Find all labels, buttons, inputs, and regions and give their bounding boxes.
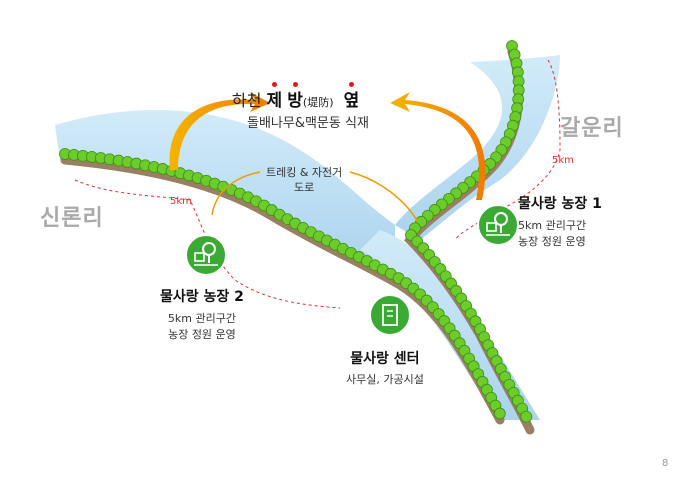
tree-house-icon (185, 234, 227, 276)
village-left-label: 신론리 (40, 206, 104, 231)
tree-icon (493, 407, 506, 420)
km-label-left: 5km (170, 196, 192, 207)
boundary-right (454, 59, 561, 241)
village-right-label: 갈운리 (560, 116, 624, 141)
tree-row-left (59, 148, 506, 420)
tree-house-icon (477, 204, 519, 246)
farm1-block: 물사랑 농장 1 5km 관리구간 농장 정원 운영 (518, 193, 602, 249)
center-line1: 사무실, 가공시설 (346, 373, 424, 386)
farm1-name: 물사랑 농장 1 (518, 196, 602, 212)
farm2-block: 물사랑 농장 2 5km 관리구간 농장 정원 운영 (160, 286, 244, 342)
farm2-name: 물사랑 농장 2 (160, 289, 244, 305)
farm1-line1: 5km 관리구간 (518, 219, 587, 232)
title-char-1: 제 (267, 82, 282, 111)
trail-label: 트레킹 & 자전거 도로 (266, 166, 343, 194)
title-line: 하천 제 방(堤防) 옆 (232, 82, 359, 111)
building-icon (369, 294, 411, 336)
trail-arrow-right (349, 171, 419, 223)
center-name: 물사랑 센터 (350, 351, 420, 367)
km-label-right: 5km (552, 155, 574, 166)
center-block: 물사랑 센터 사무실, 가공시설 (346, 348, 424, 387)
trail-arrow-left (211, 171, 261, 216)
title-char-3: 옆 (344, 82, 359, 111)
arrow-left (169, 92, 270, 170)
arrow-right (390, 92, 486, 200)
tree-icon (520, 410, 533, 423)
page-number: 8 (662, 458, 669, 469)
tree-row-right (405, 40, 533, 423)
farm2-line1: 5km 관리구간 (167, 312, 236, 325)
farm1-line2: 농장 정원 운영 (518, 235, 586, 248)
title-char-2: 방 (287, 82, 303, 111)
farm2-line2: 농장 정원 운영 (168, 328, 236, 341)
title-subtitle: 돌배나무&맥문동 식재 (247, 116, 369, 131)
title-prefix: 하천 (232, 91, 267, 110)
title-paren: (堤防) (302, 96, 334, 109)
